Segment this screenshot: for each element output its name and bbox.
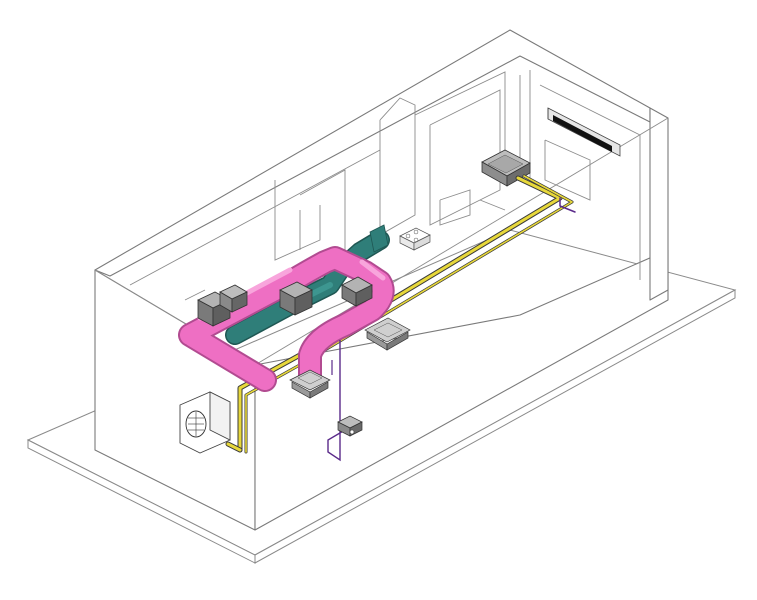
condensate-drain-line	[327, 340, 346, 462]
outdoor-condenser-unit-icon	[179, 391, 231, 454]
air-handling-unit-right	[341, 276, 373, 307]
building-shell	[94, 29, 669, 531]
kitchen-equipment	[399, 227, 431, 251]
air-handling-unit-center	[279, 281, 313, 316]
ceiling-diffuser-right-icon	[364, 317, 411, 351]
condensate-drain-pump-icon	[337, 415, 363, 437]
air-handling-unit-mid	[219, 284, 248, 313]
wall-mounted-ac-unit-icon	[547, 107, 621, 157]
ceiling-diffuser-icon	[289, 369, 331, 399]
ceiling-cassette-unit-icon	[481, 149, 531, 187]
